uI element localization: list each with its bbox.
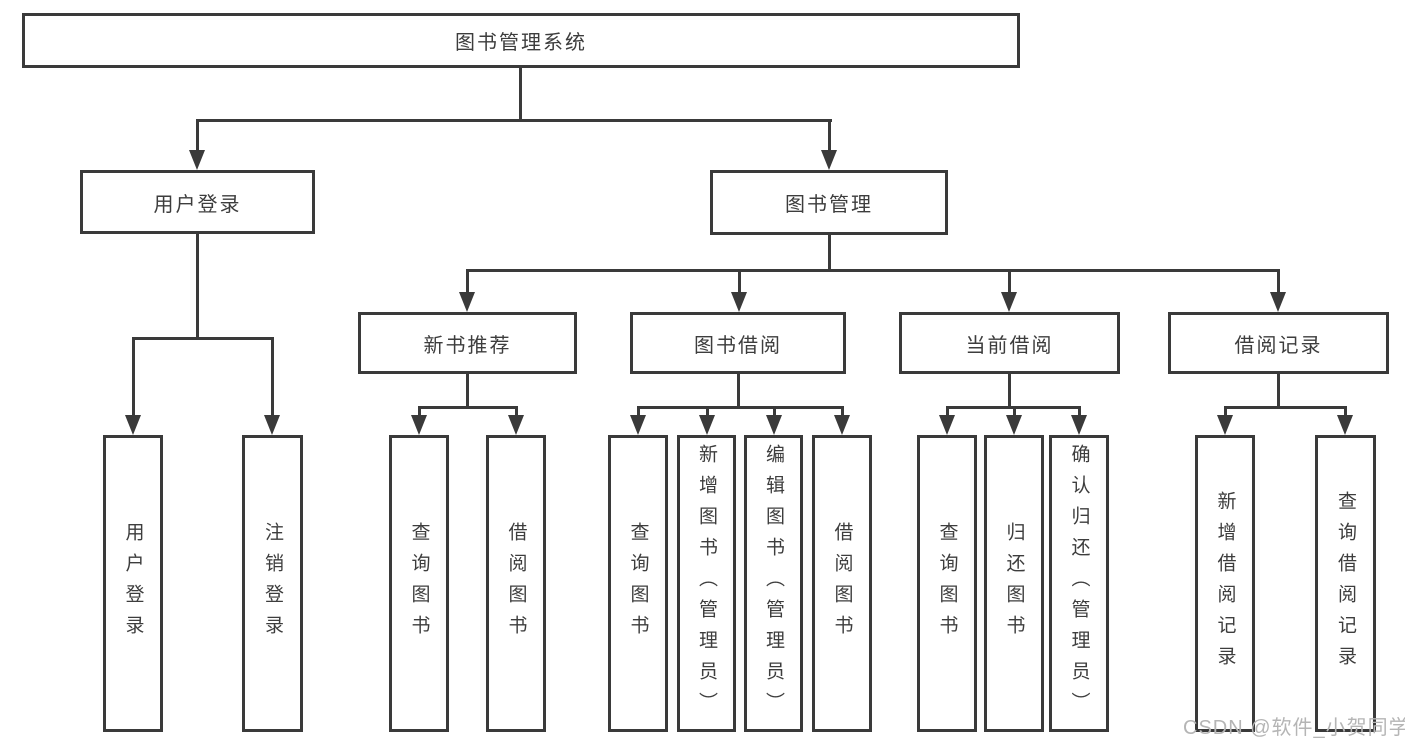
connector-drop	[515, 406, 518, 417]
arrow-down-icon	[1337, 415, 1353, 435]
connector-drop-book-management	[828, 119, 831, 152]
connector-new-book-recommend-stem	[466, 374, 469, 408]
connector-drop	[841, 406, 844, 417]
connector-user-login-rail	[132, 337, 274, 340]
leaf-add-books-admin: 新增图书（管理员）	[677, 435, 736, 732]
connector-drop-borrow-records	[1277, 269, 1280, 294]
leaf-borrow-books-recommend: 借阅图书	[486, 435, 546, 732]
arrow-down-icon	[731, 292, 747, 312]
connector-drop-leaf-logout	[271, 337, 274, 417]
connector-book-borrowing-stem	[737, 374, 740, 408]
leaf-query-books-recommend: 查询图书	[389, 435, 449, 732]
arrow-down-icon	[699, 415, 715, 435]
arrow-down-icon	[125, 415, 141, 435]
arrow-down-icon	[1001, 292, 1017, 312]
node-library-system: 图书管理系统	[22, 13, 1020, 68]
connector-level2-rail	[466, 269, 1280, 272]
connector-book-management-stem	[828, 235, 831, 271]
connector-drop	[706, 406, 709, 417]
arrow-down-icon	[189, 150, 205, 170]
arrow-down-icon	[1217, 415, 1233, 435]
connector-drop	[946, 406, 949, 417]
arrow-down-icon	[630, 415, 646, 435]
connector-drop	[1078, 406, 1081, 417]
leaf-user-login: 用户登录	[103, 435, 163, 732]
arrow-down-icon	[834, 415, 850, 435]
leaf-edit-books-admin: 编辑图书（管理员）	[744, 435, 803, 732]
leaf-query-books-borrowing: 查询图书	[608, 435, 668, 732]
connector-drop-leaf-user-login	[132, 337, 135, 417]
connector-book-borrowing-rail	[637, 406, 844, 409]
arrow-down-icon	[459, 292, 475, 312]
leaf-return-books: 归还图书	[984, 435, 1044, 732]
arrow-down-icon	[766, 415, 782, 435]
connector-drop-new-book-recommend	[466, 269, 469, 294]
arrow-down-icon	[1071, 415, 1087, 435]
arrow-down-icon	[821, 150, 837, 170]
connector-borrow-records-stem	[1277, 374, 1280, 408]
arrow-down-icon	[939, 415, 955, 435]
connector-drop	[418, 406, 421, 417]
connector-user-login-stem	[196, 234, 199, 338]
arrow-down-icon	[411, 415, 427, 435]
arrow-down-icon	[1270, 292, 1286, 312]
connector-level1-rail	[196, 119, 832, 122]
node-user-login: 用户登录	[80, 170, 315, 234]
connector-current-borrowing-stem	[1008, 374, 1011, 408]
node-new-book-recommend: 新书推荐	[358, 312, 577, 374]
leaf-query-borrow-record: 查询借阅记录	[1315, 435, 1376, 732]
node-book-borrowing: 图书借阅	[630, 312, 846, 374]
arrow-down-icon	[1006, 415, 1022, 435]
connector-new-book-recommend-rail	[418, 406, 518, 409]
arrow-down-icon	[508, 415, 524, 435]
leaf-add-borrow-record: 新增借阅记录	[1195, 435, 1255, 732]
leaf-logout: 注销登录	[242, 435, 303, 732]
leaf-confirm-return-admin: 确认归还（管理员）	[1049, 435, 1109, 732]
connector-drop-book-borrowing	[738, 269, 741, 294]
connector-drop-current-borrowing	[1008, 269, 1011, 294]
connector-drop-user-login	[196, 119, 199, 152]
node-current-borrowing: 当前借阅	[899, 312, 1120, 374]
arrow-down-icon	[264, 415, 280, 435]
leaf-borrow-books-borrowing: 借阅图书	[812, 435, 872, 732]
leaf-query-books-current: 查询图书	[917, 435, 977, 732]
connector-drop	[1224, 406, 1227, 417]
connector-drop	[637, 406, 640, 417]
connector-drop	[1344, 406, 1347, 417]
connector-drop	[1013, 406, 1016, 417]
node-borrow-records: 借阅记录	[1168, 312, 1389, 374]
connector-drop	[773, 406, 776, 417]
connector-root-stem	[519, 68, 522, 119]
watermark: CSDN @软件_小贺同学	[1183, 717, 1405, 739]
node-book-management: 图书管理	[710, 170, 948, 235]
connector-borrow-records-rail	[1224, 406, 1347, 409]
